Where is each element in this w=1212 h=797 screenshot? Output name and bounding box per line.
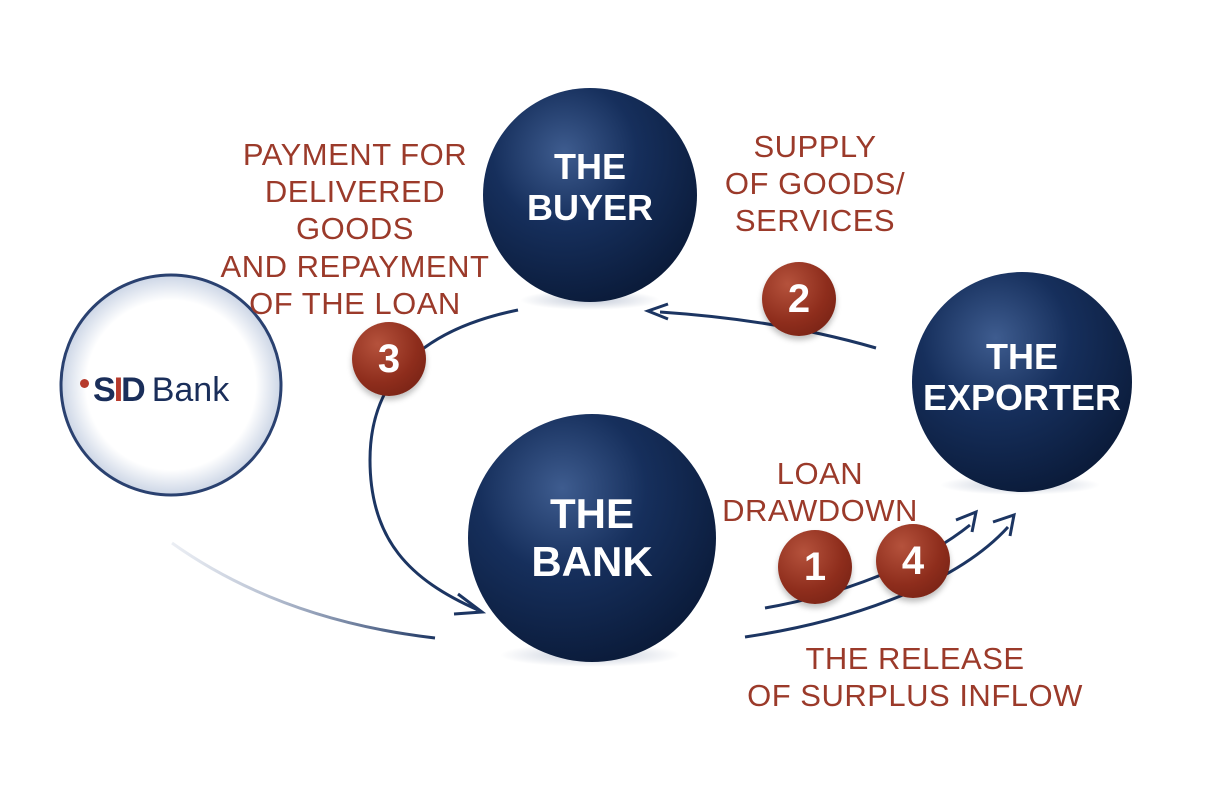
- bank-label: THE BANK: [531, 490, 653, 586]
- arrow-drawdown-head: [955, 509, 979, 533]
- buyer-sphere: [483, 88, 697, 302]
- logo-dot-icon: [80, 378, 89, 388]
- exporter-label: THE EXPORTER: [922, 336, 1122, 419]
- step-1-badge: 1: [778, 530, 852, 604]
- logo-sphere: [59, 273, 283, 497]
- exporter-sphere: [912, 272, 1132, 492]
- arrow-drawdown: [764, 523, 971, 610]
- arrow-logo-bank: [171, 541, 436, 640]
- logo-mark: SID: [93, 370, 146, 409]
- arrow-release-head: [992, 512, 1016, 537]
- arrow-payment-head: [453, 592, 487, 616]
- buyer-label: THE BUYER: [526, 146, 654, 229]
- step-1-label: LOAN DRAWDOWN: [722, 456, 918, 529]
- logo-word: Bank: [151, 370, 230, 409]
- step-3-badge: 3: [352, 322, 426, 396]
- arrow-payment: [368, 308, 519, 612]
- step-3-label: PAYMENT FOR DELIVERED GOODS AND REPAYMEN…: [220, 137, 490, 321]
- bank-sphere: [468, 414, 716, 662]
- arrow-supply-head: [643, 302, 669, 321]
- sdm-bank-logo: SID Bank: [80, 370, 280, 410]
- step-2-label: SUPPLY OF GOODS/ SERVICES: [724, 129, 906, 239]
- step-4-label: THE RELEASE OF SURPLUS INFLOW: [747, 641, 1083, 714]
- step-4-badge: 4: [876, 524, 950, 598]
- step-2-badge: 2: [762, 262, 836, 336]
